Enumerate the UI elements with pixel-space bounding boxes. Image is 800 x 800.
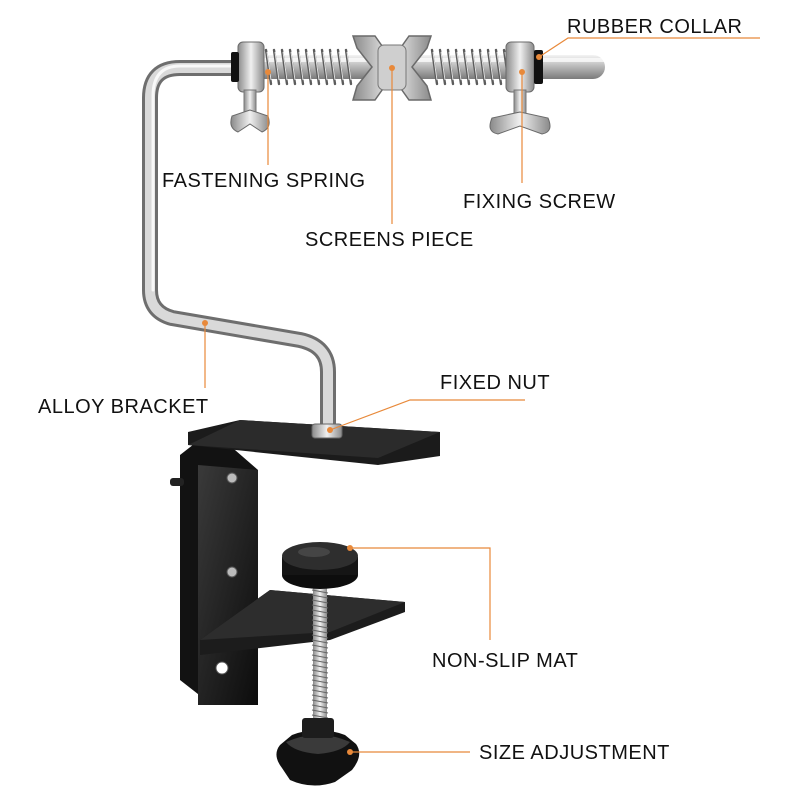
leader-lines xyxy=(204,37,760,753)
clamp-body xyxy=(170,420,440,705)
label-fixing-screw: FIXING SCREW xyxy=(463,191,616,213)
label-non-slip-mat: NON-SLIP MAT xyxy=(432,650,579,672)
left-wing-screw xyxy=(230,89,270,133)
leader-fixed-nut xyxy=(329,399,525,431)
fastening-spring xyxy=(264,48,511,86)
label-rubber-collar: RUBBER COLLAR xyxy=(567,16,743,38)
clamp-screw xyxy=(311,578,329,724)
left-nut xyxy=(231,41,265,93)
label-fastening-spring: FASTENING SPRING xyxy=(162,170,366,192)
leader-rubber-collar xyxy=(538,37,760,58)
non-slip-mat-knob xyxy=(282,542,358,589)
fixed-nut xyxy=(311,423,343,439)
leader-non-slip-mat xyxy=(350,547,491,640)
leader-dots xyxy=(202,54,542,755)
alloy-bracket xyxy=(142,60,336,433)
label-size-adjustment: SIZE ADJUSTMENT xyxy=(479,742,670,764)
label-screens-piece: SCREENS PIECE xyxy=(305,229,474,251)
label-alloy-bracket: ALLOY BRACKET xyxy=(38,396,209,418)
label-fixed-nut: FIXED NUT xyxy=(440,372,551,394)
right-nut xyxy=(505,41,543,93)
fixing-screw-wing xyxy=(489,89,551,135)
size-adjustment-knob xyxy=(276,718,360,786)
